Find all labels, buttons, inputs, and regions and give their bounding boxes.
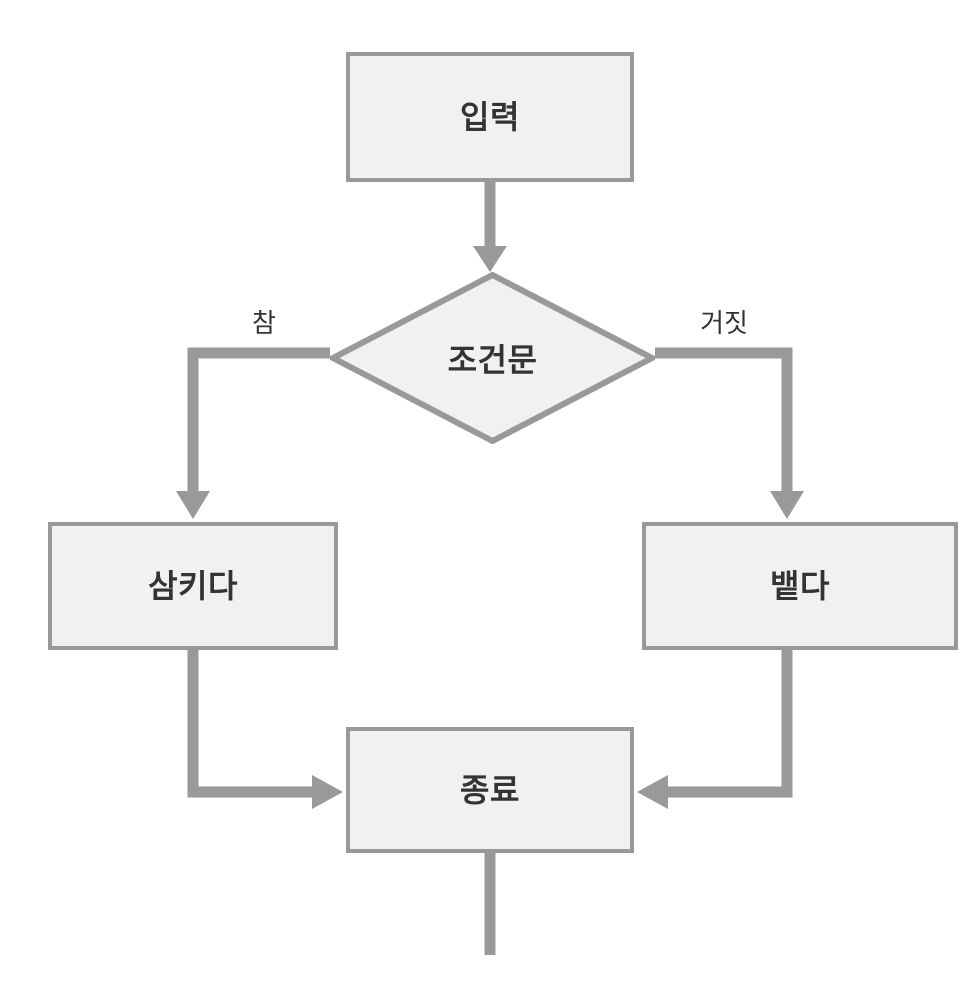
edge-label-true: 참 [252, 309, 276, 339]
connector-swallow-to-end [187, 650, 343, 809]
node-condition-label: 조건문 [447, 341, 538, 379]
connector-condition-to-spit [655, 347, 804, 519]
node-condition[interactable]: 조건문 [330, 272, 655, 444]
connector-condition-to-swallow [176, 347, 330, 519]
node-spit-label: 뱉다 [770, 567, 830, 605]
node-input[interactable]: 입력 [346, 52, 634, 182]
edge-label-false: 거짓 [700, 309, 748, 339]
node-end-label: 종료 [460, 771, 520, 809]
node-spit[interactable]: 뱉다 [642, 522, 958, 650]
diamond-shape [330, 272, 655, 444]
connector-input-to-condition [473, 182, 507, 272]
node-input-label: 입력 [460, 98, 520, 136]
connector-spit-to-end [637, 650, 793, 809]
node-end[interactable]: 종료 [346, 727, 634, 853]
node-swallow[interactable]: 삼키다 [48, 522, 338, 650]
node-swallow-label: 삼키다 [148, 567, 238, 605]
